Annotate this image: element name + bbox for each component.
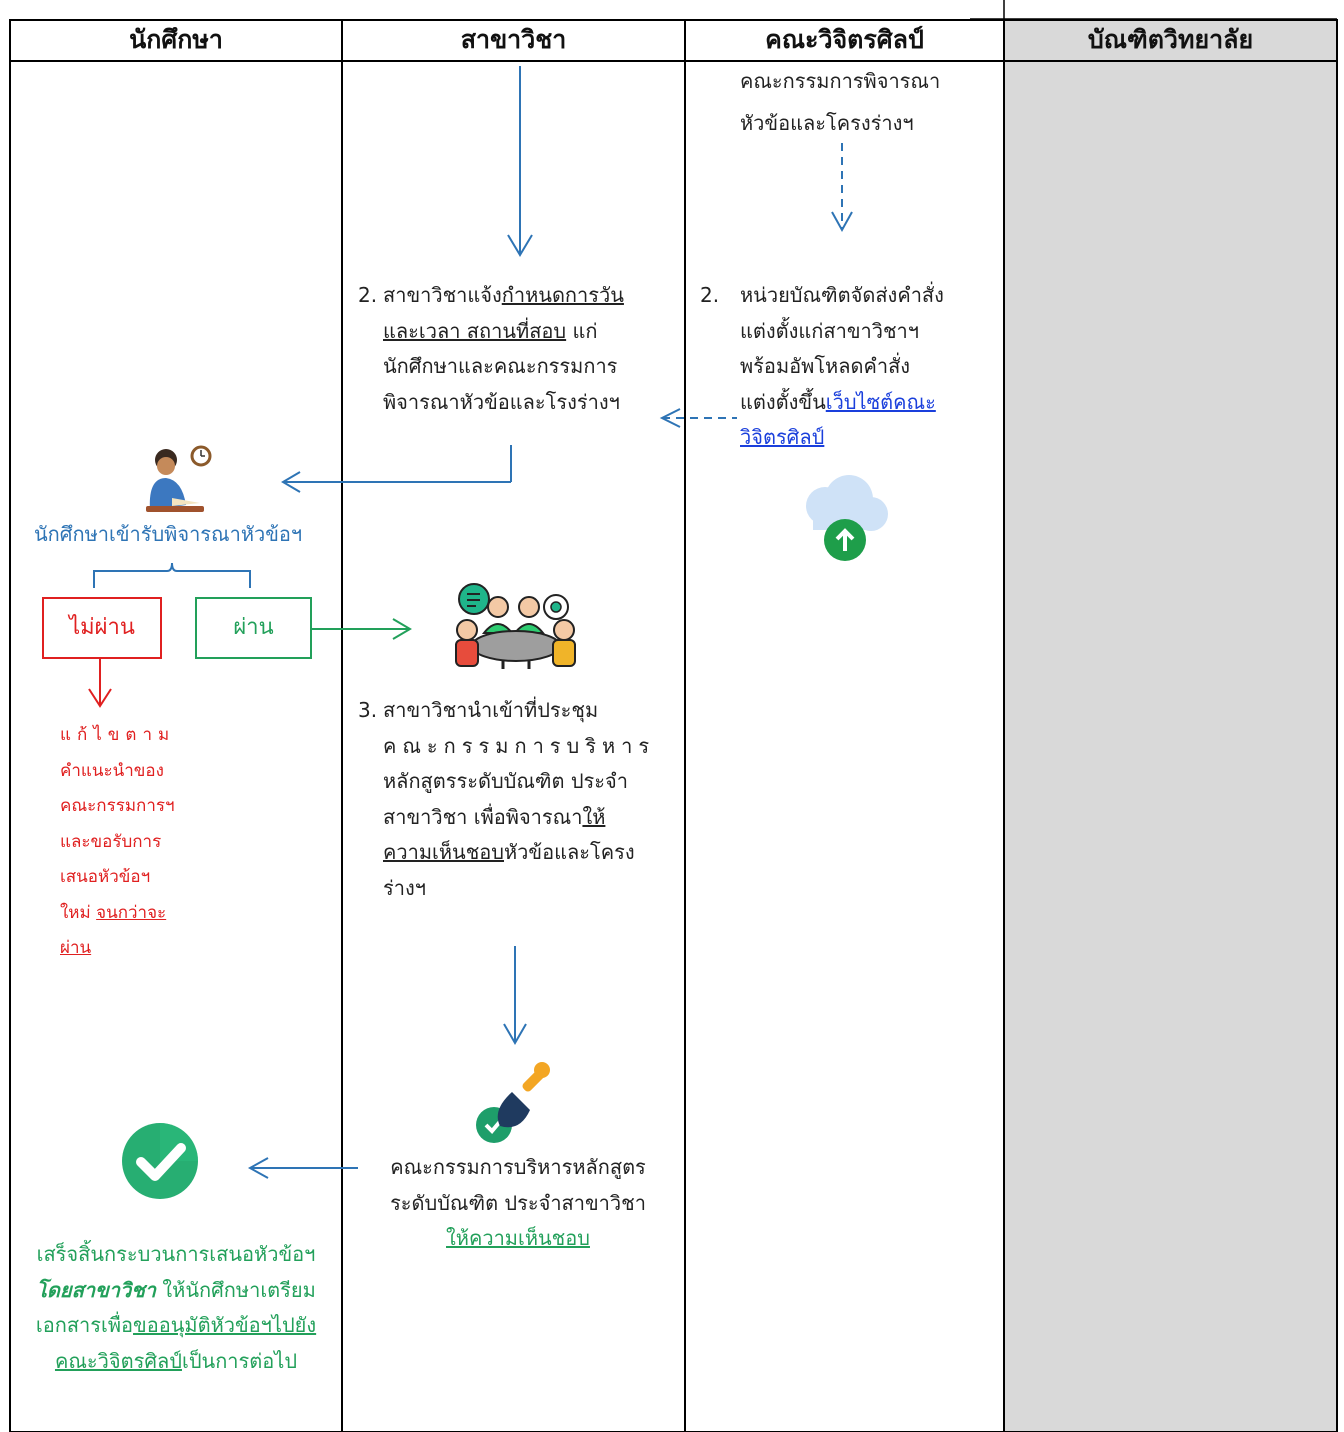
arrow-to-student [281, 445, 512, 493]
fail-box: ไม่ผ่าน [42, 597, 162, 659]
pass-box: ผ่าน [195, 597, 312, 659]
faculty-committee-line1: คณะกรรมการพิจารณา [740, 69, 941, 93]
approval-stamp-icon [476, 1062, 550, 1143]
check-circle-icon [122, 1123, 198, 1199]
arrow-pass-right [310, 618, 412, 640]
header-student: นักศึกษา [129, 25, 223, 54]
step2-department-number: 2. [358, 283, 378, 307]
upload-cloud-icon [806, 475, 888, 561]
student-studying-icon [146, 445, 212, 512]
header-department: สาขาวิชา [460, 25, 567, 54]
step2-faculty-number: 2. [700, 283, 720, 307]
faculty-website-link[interactable]: เว็บไซต์คณะ [825, 389, 936, 414]
arrow-down-1 [507, 66, 533, 257]
step2-faculty-text: หน่วยบัณฑิตจัดส่งคำสั่ง แต่งตั้งแก่สาขาว… [740, 283, 944, 449]
decision-bracket [93, 562, 251, 588]
approval-text: คณะกรรมการบริหารหลักสูตร ระดับบัณฑิต ประ… [390, 1155, 646, 1250]
arrow-dashed-down [831, 143, 853, 233]
step2-department-text: สาขาวิชาแจ้งกำหนดการวัน และเวลา สถานที่ส… [383, 283, 624, 414]
faculty-committee-line2: หัวข้อและโครงร่างฯ [740, 111, 914, 135]
fail-note: แก้ไขตาม คำแนะนำของ คณะกรรมการฯ และขอรับ… [60, 725, 176, 958]
faculty-website-link-cont[interactable]: วิจิตรศิลป์ [740, 425, 825, 449]
header-faculty: คณะวิจิตรศิลป์ [765, 25, 924, 54]
arrow-down-2 [503, 946, 527, 1045]
meeting-icon [455, 583, 576, 669]
header-graduate-school: บัณฑิตวิทยาลัย [1087, 25, 1254, 54]
completion-text: เสร็จสิ้นกระบวนการเสนอหัวข้อฯ โดยสาขาวิช… [35, 1242, 317, 1373]
graduate-school-column-bg [1004, 20, 1337, 1432]
student-consider-label: นักศึกษาเข้ารับพิจารณาหัวข้อฯ [34, 522, 303, 546]
arrow-dashed-left [659, 408, 737, 428]
arrow-fail-down [88, 657, 112, 708]
step3-text: สาขาวิชานำเข้าที่ประชุม คณะกรรมการบริหาร… [383, 698, 656, 900]
step3-number: 3. [358, 698, 378, 722]
arrow-to-completion [247, 1157, 358, 1179]
